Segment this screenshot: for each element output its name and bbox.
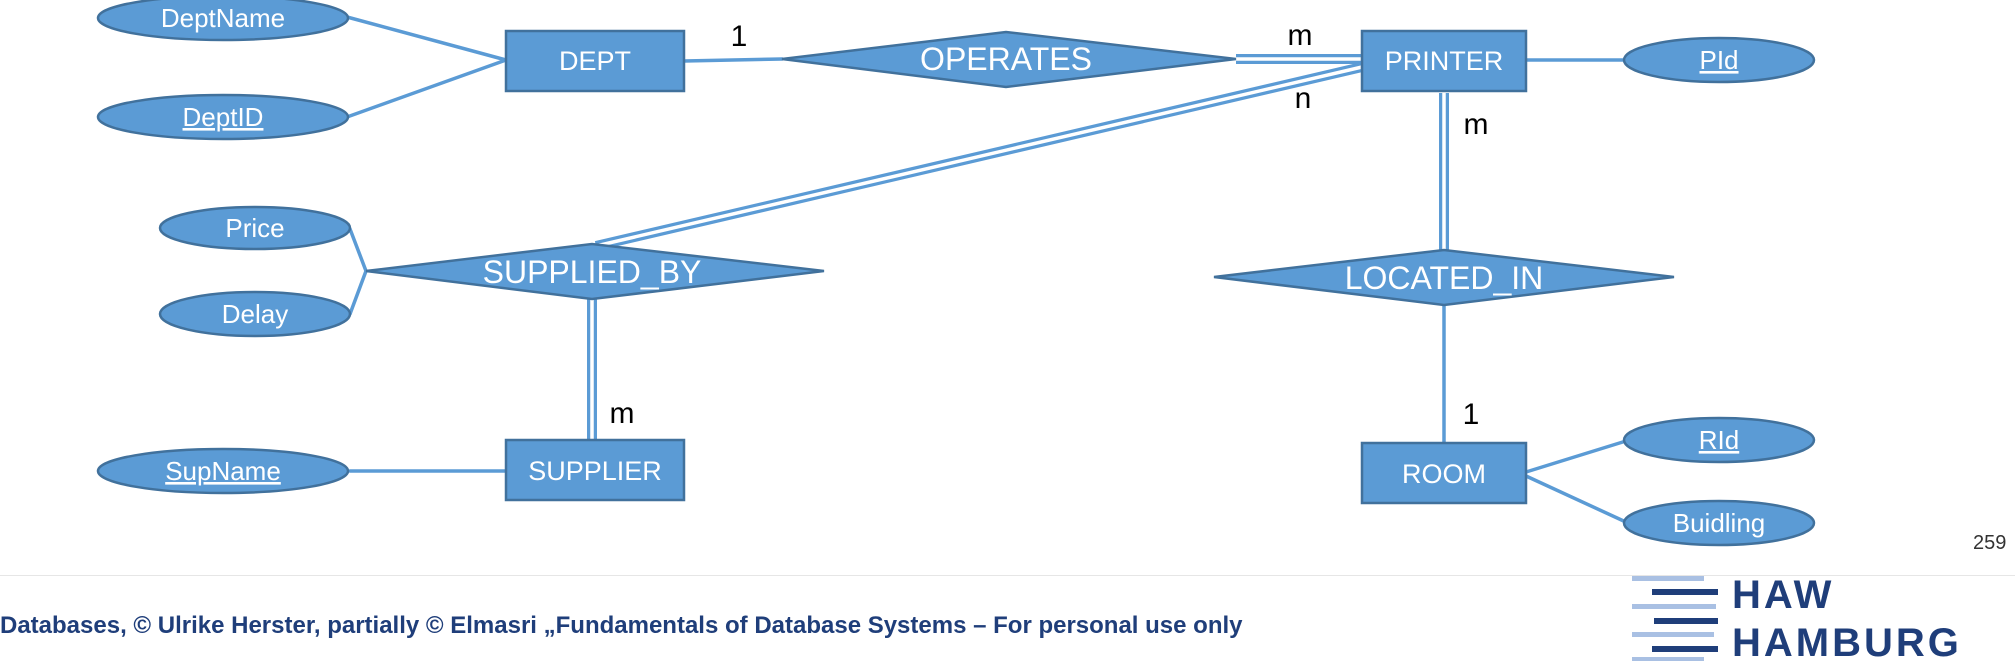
cardinality-printer-located-in: m — [1464, 108, 1489, 141]
link-room-building — [1524, 474, 1630, 525]
attribute-delay: Delay — [158, 290, 352, 338]
attribute-pid: PId — [1622, 36, 1816, 84]
attribute-deptid: DeptID — [96, 93, 350, 141]
link-price-supplied-by — [348, 227, 368, 273]
svg-text:Price: Price — [225, 213, 284, 243]
relationship-located-in: LOCATED_IN — [1213, 248, 1675, 307]
attribute-rid: RId — [1622, 416, 1816, 464]
haw-hamburg-logo: HAW HAMBURG — [1632, 574, 1962, 661]
svg-text:ROOM: ROOM — [1402, 459, 1486, 489]
entity-supplier: SUPPLIER — [504, 438, 686, 502]
entity-room: ROOM — [1360, 441, 1528, 505]
svg-text:HAMBURG: HAMBURG — [1732, 621, 1962, 661]
page-number: 259 — [1973, 532, 2007, 554]
footer-copyright: Databases, © Ulrike Herster, partially ©… — [0, 612, 1243, 639]
cardinality-printer-operates: m — [1288, 19, 1313, 52]
entity-dept: DEPT — [504, 29, 686, 93]
attribute-supname: SupName — [96, 447, 350, 495]
link-room-rid — [1524, 439, 1628, 474]
svg-text:DeptID: DeptID — [183, 102, 264, 132]
svg-text:LOCATED_IN: LOCATED_IN — [1345, 260, 1544, 296]
svg-text:RId: RId — [1699, 425, 1739, 455]
svg-text:HAW: HAW — [1732, 574, 1834, 617]
attribute-building: Buidling — [1622, 499, 1816, 547]
svg-text:DEPT: DEPT — [559, 46, 631, 76]
entity-printer: PRINTER — [1360, 29, 1528, 93]
link-delay-supplied-by — [348, 269, 368, 316]
svg-text:Delay: Delay — [222, 299, 288, 329]
attribute-price: Price — [158, 205, 352, 251]
link-dept-operates — [682, 57, 784, 63]
cardinality-supplier-supplied-by: m — [610, 397, 635, 430]
cardinality-dept-operates: 1 — [731, 20, 748, 53]
svg-text:DeptName: DeptName — [161, 3, 285, 33]
svg-text:SUPPLIER: SUPPLIER — [528, 456, 662, 486]
svg-text:Buidling: Buidling — [1673, 508, 1766, 538]
cardinality-printer-supplied-by: n — [1295, 82, 1312, 115]
footer-divider — [0, 575, 2015, 576]
relationship-operates: OPERATES — [781, 30, 1237, 89]
link-deptid-dept — [345, 58, 508, 119]
relationship-supplied-by: SUPPLIED_BY — [365, 242, 825, 301]
link-deptname-dept — [345, 15, 508, 62]
attribute-deptname: DeptName — [96, 0, 350, 42]
svg-text:OPERATES: OPERATES — [920, 41, 1092, 77]
cardinality-room-located-in: 1 — [1463, 398, 1480, 431]
svg-text:PId: PId — [1699, 45, 1738, 75]
svg-text:SUPPLIED_BY: SUPPLIED_BY — [483, 254, 702, 290]
svg-text:SupName: SupName — [165, 456, 281, 486]
svg-text:PRINTER: PRINTER — [1385, 46, 1504, 76]
